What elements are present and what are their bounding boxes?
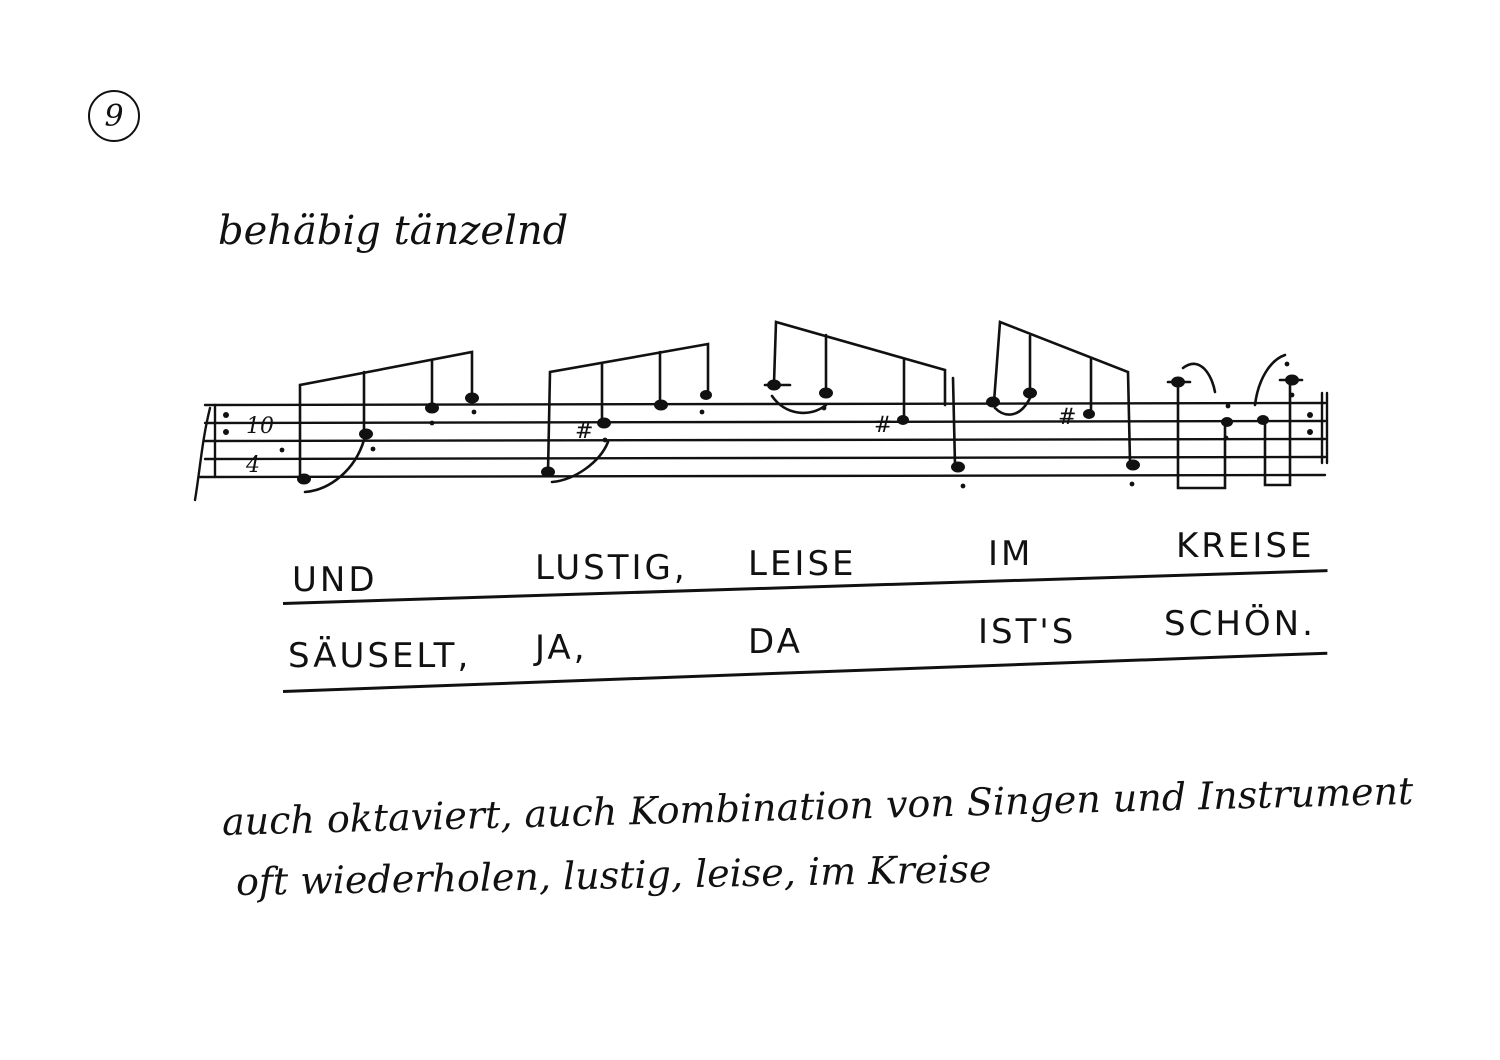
staff-line bbox=[203, 437, 1327, 443]
sharp-sign: # bbox=[1058, 405, 1076, 430]
staff-line bbox=[203, 419, 1327, 425]
page-number: 9 bbox=[104, 98, 124, 134]
sharp-sign: # bbox=[874, 413, 892, 438]
lyric-word: SCHÖN. bbox=[1164, 604, 1316, 644]
time-signature-top: 10 bbox=[246, 414, 274, 439]
lyric-word: JA, bbox=[535, 628, 588, 668]
page-number-badge: 9 bbox=[88, 90, 140, 142]
lyric-word: LEISE bbox=[748, 544, 857, 584]
lyric-word: DA bbox=[748, 622, 803, 662]
lyric-word: LUSTIG, bbox=[535, 548, 688, 588]
lyric-word: UND bbox=[292, 560, 378, 600]
tempo-marking: behäbig tänzelnd bbox=[218, 208, 569, 254]
staff-line bbox=[203, 455, 1327, 461]
staff-line bbox=[198, 473, 1327, 479]
staff-bracket bbox=[193, 406, 212, 502]
staff-line bbox=[203, 401, 1327, 407]
lyric-word: SÄUSELT, bbox=[288, 636, 472, 676]
lyric-word: IM bbox=[988, 534, 1034, 574]
sharp-sign: # bbox=[575, 419, 593, 444]
time-signature-bottom: 4 bbox=[245, 453, 260, 478]
lyric-word: KREISE bbox=[1176, 526, 1315, 566]
lyric-word: IST'S bbox=[978, 612, 1077, 652]
